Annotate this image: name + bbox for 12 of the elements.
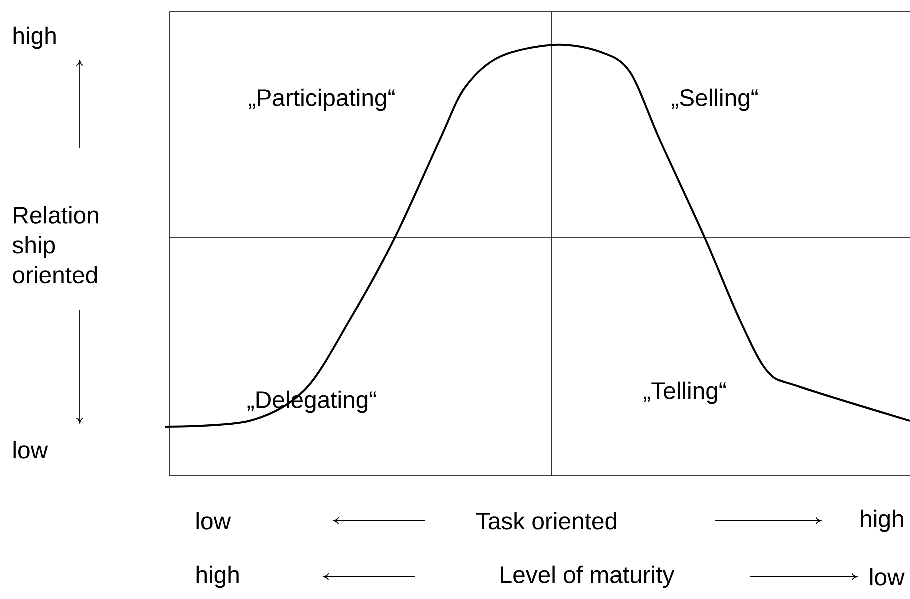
- axis-label: low: [14, 441, 48, 459]
- axis-label: Task oriented: [476, 512, 617, 530]
- quadrant-label: „Telling“: [644, 382, 726, 404]
- axis-label: high: [14, 26, 56, 50]
- axis-label: high: [196, 566, 239, 588]
- axis-label: low: [196, 512, 232, 530]
- axis-label: high: [861, 510, 904, 532]
- axis-label: Relation ship oriented: [12, 206, 98, 284]
- quadrant-label: „Selling“: [672, 88, 758, 112]
- axis-label: Level of maturity: [501, 566, 675, 588]
- quadrant-label: „Participating“: [249, 88, 395, 112]
- axis-label: low: [870, 568, 905, 586]
